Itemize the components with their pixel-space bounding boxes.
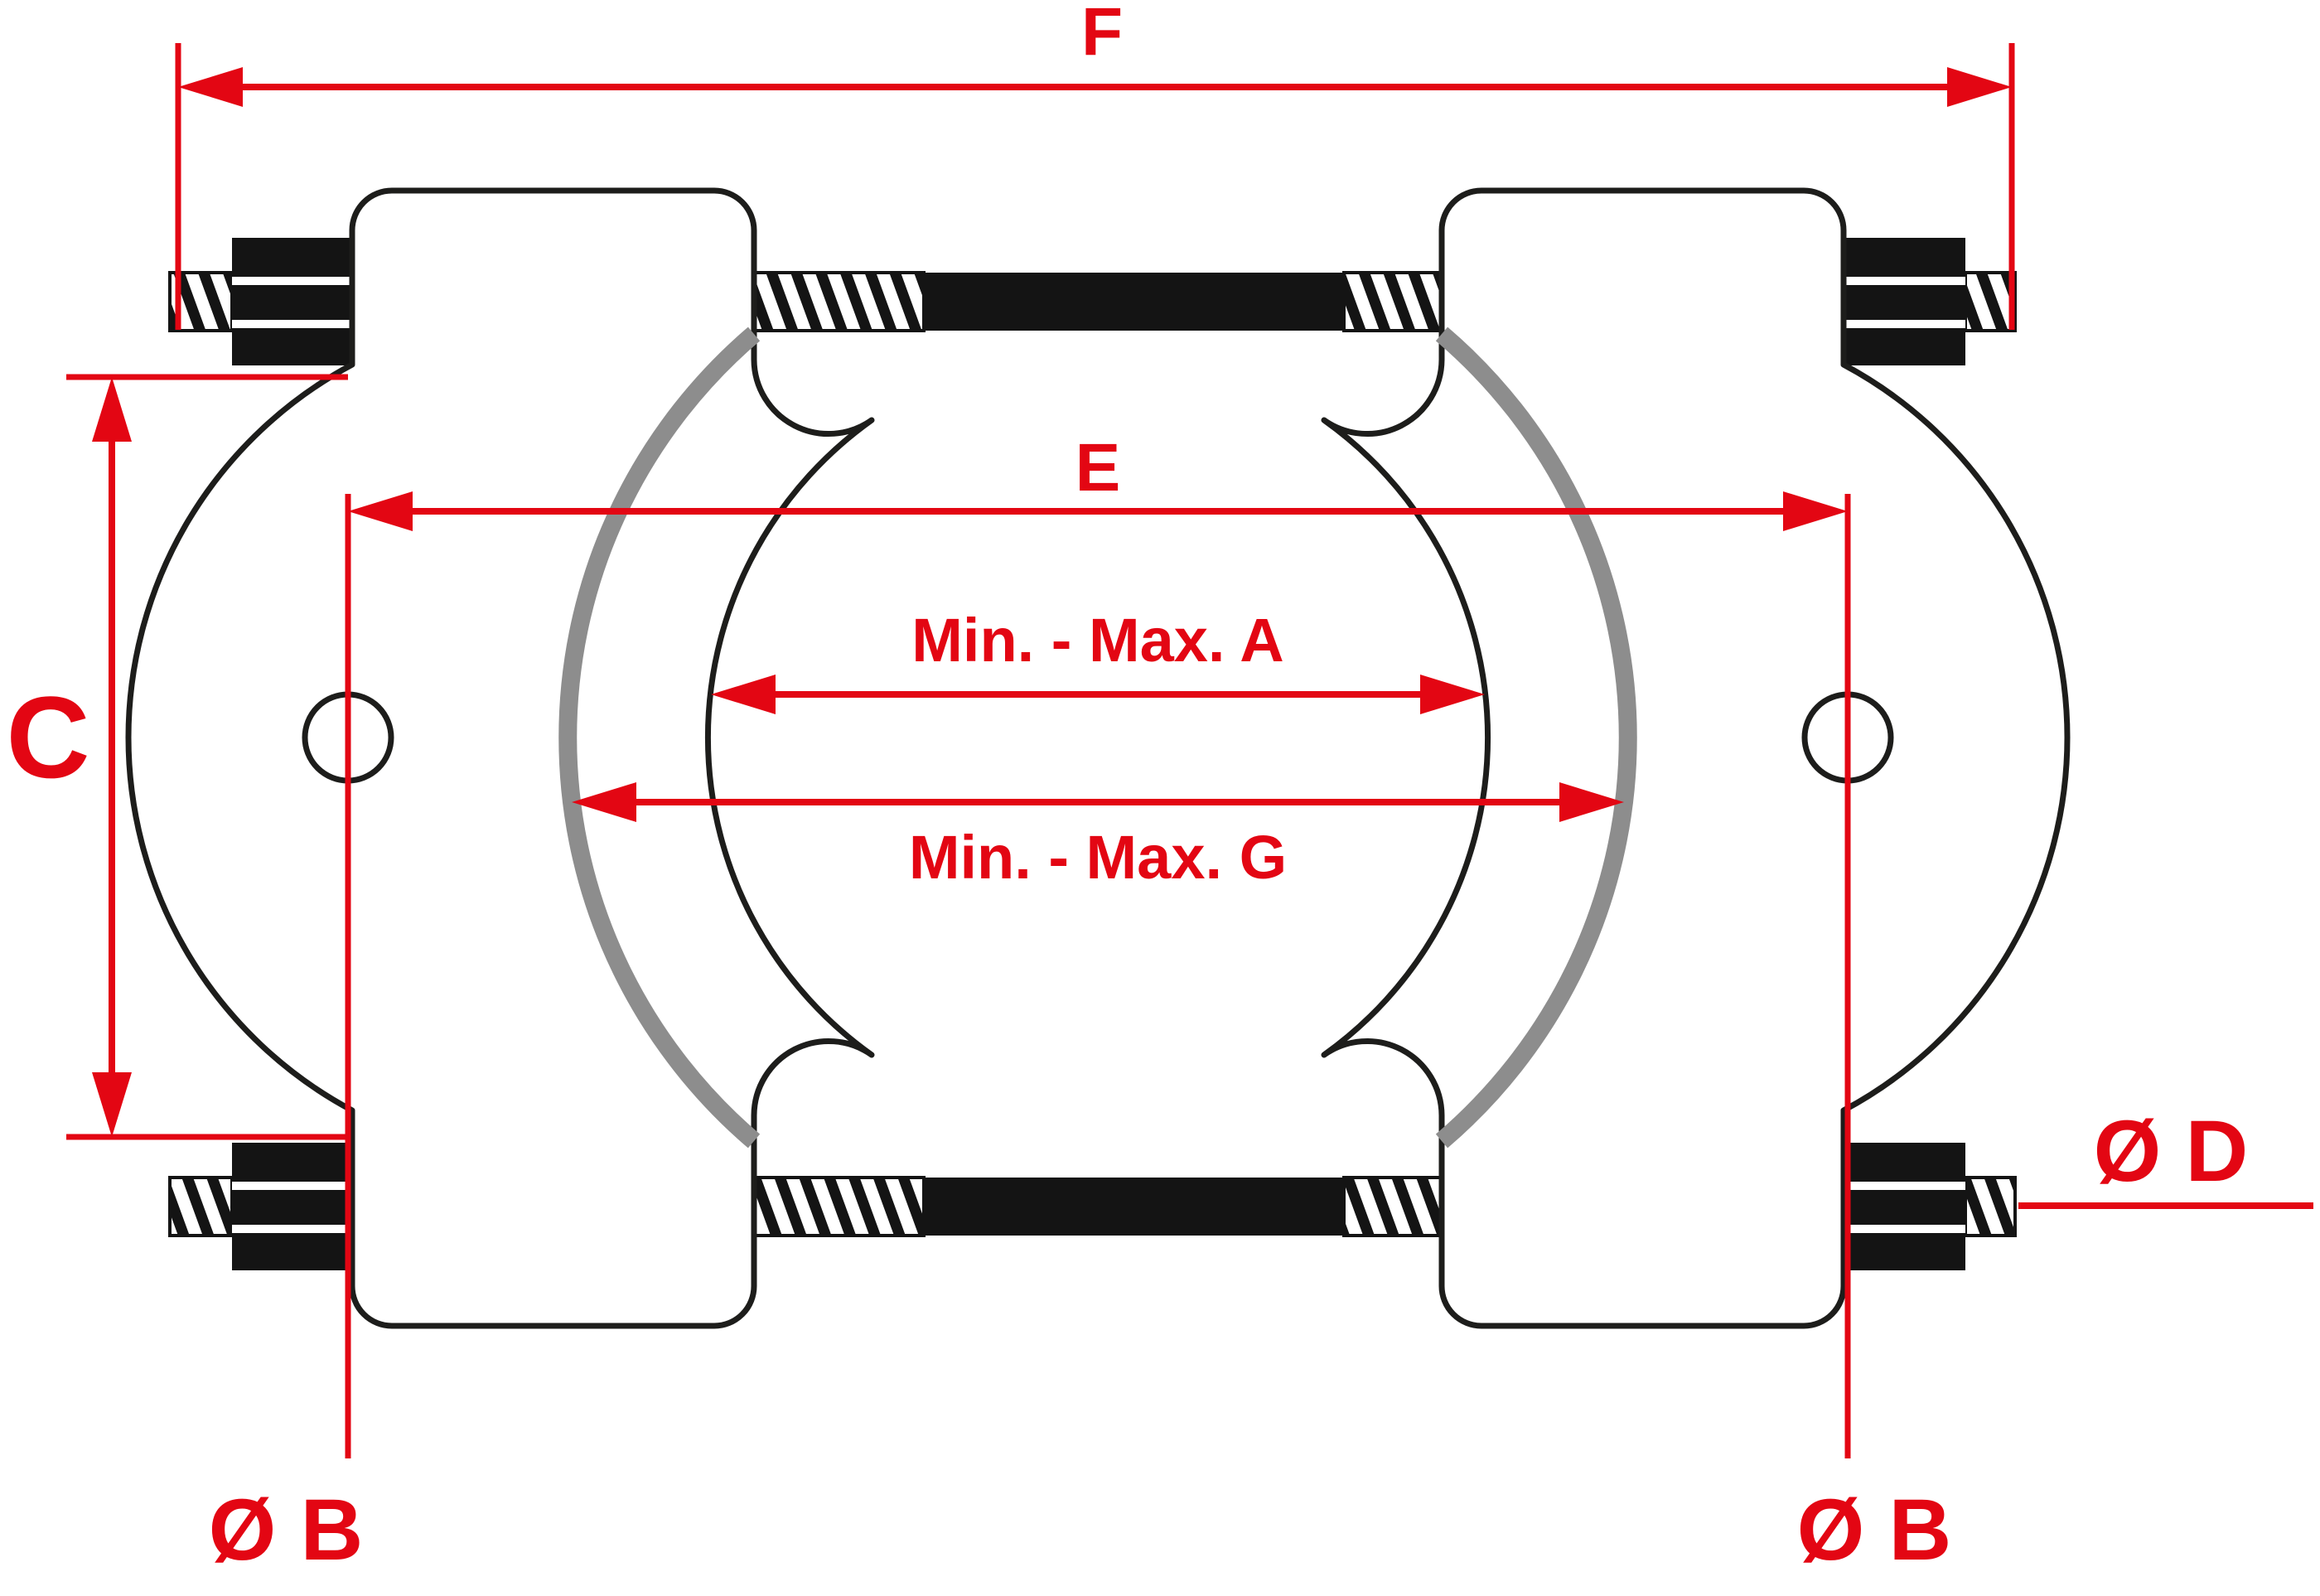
- hex-nut-bottom-left: [232, 1143, 353, 1270]
- separator-half-left: [125, 187, 875, 1329]
- dimension-dia-d: Ø D: [2018, 1103, 2313, 1209]
- hex-nut-top-right: [1844, 238, 1965, 365]
- dimension-g-label: Min. - Max. G: [909, 823, 1287, 892]
- recess-arc-right: [1435, 326, 1637, 1149]
- dimension-c: C: [6, 374, 348, 1140]
- dimension-dia-b-left-label: Ø B: [209, 1482, 364, 1579]
- dimension-dia-d-label: Ø D: [2094, 1103, 2249, 1200]
- dimension-f: F: [175, 0, 2015, 330]
- hex-nut-top-left: [232, 238, 353, 365]
- dimension-min-max-g: Min. - Max. G: [572, 782, 1624, 892]
- dimension-e: E: [348, 430, 1848, 531]
- separator-half-right: [1321, 187, 2071, 1329]
- dimension-c-label: C: [6, 672, 89, 802]
- dimension-f-label: F: [1081, 0, 1123, 70]
- dimension-a-label: Min. - Max. A: [911, 606, 1284, 675]
- recess-arc-left: [558, 326, 761, 1149]
- dimension-min-max-a: Min. - Max. A: [711, 606, 1485, 714]
- hex-nut-bottom-right: [1844, 1143, 1965, 1270]
- dimension-dia-b-right-label: Ø B: [1797, 1482, 1952, 1579]
- dimension-e-label: E: [1075, 430, 1121, 505]
